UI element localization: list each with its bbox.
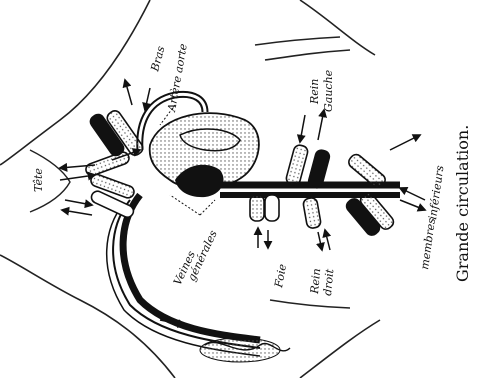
label-artere-aorte: Artère aorte <box>165 42 190 113</box>
label-membres-1: membres <box>418 217 438 270</box>
label-rein-droit-2: droit <box>321 268 336 296</box>
label-bras: Bras <box>148 44 168 73</box>
label-foie: Foie <box>272 262 289 289</box>
label-membres-2: inférieurs <box>426 164 447 220</box>
label-rein-gauche-1: Rein <box>308 79 321 105</box>
label-rein-gauche-2: Gauche <box>322 69 335 112</box>
label-tete: Tête <box>32 168 45 192</box>
capillary-bed <box>200 338 290 362</box>
caption: Grande circulation. <box>453 125 472 282</box>
